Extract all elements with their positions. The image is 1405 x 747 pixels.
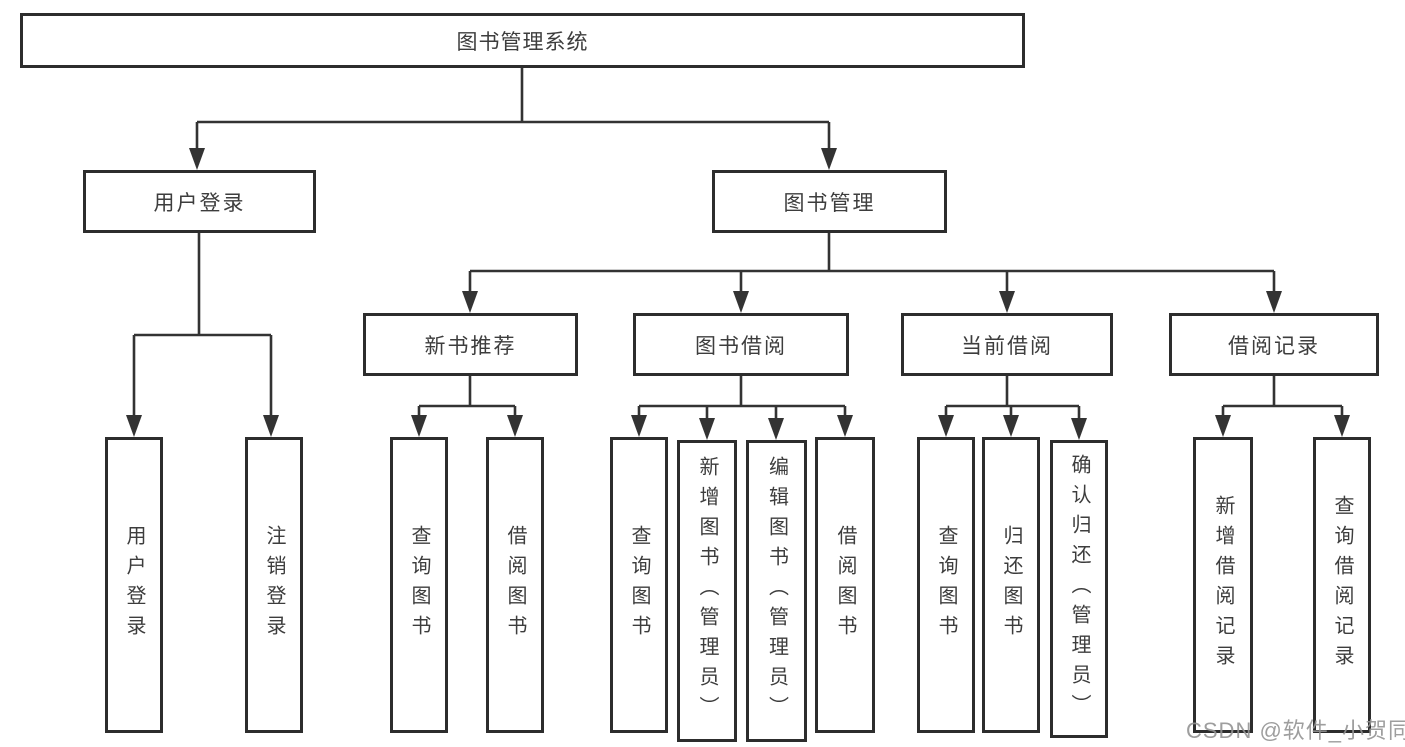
- node-current-borrow: 当前借阅: [901, 313, 1113, 376]
- node-new-book-recommend-label: 新书推荐: [424, 334, 517, 358]
- node-book-management: 图书管理: [712, 170, 947, 233]
- leaf-borrow-book: 借阅图书: [815, 437, 875, 733]
- arrowhead-current-borrow: [999, 291, 1015, 313]
- node-book-management-label: 图书管理: [783, 191, 876, 215]
- arrowhead-leaf-user-login: [126, 415, 142, 437]
- connector-current-borrow: [944, 376, 1081, 420]
- leaf-confirm-return-admin: 确认归还（管理员）: [1050, 440, 1108, 738]
- leaf-logout: 注销登录: [245, 437, 303, 733]
- leaf-confirm-return-admin-label: 确认归还（管理员）: [1068, 454, 1090, 724]
- leaf-borrow-book-label: 借阅图书: [834, 525, 856, 645]
- leaf-user-login-label: 用户登录: [123, 525, 145, 645]
- connector-user-login: [132, 233, 273, 417]
- node-user-login: 用户登录: [83, 170, 316, 233]
- connector-new-book: [417, 376, 517, 417]
- connector-borrow-records: [1221, 376, 1344, 417]
- leaf-query-borrow-record-label: 查询借阅记录: [1331, 495, 1353, 675]
- leaf-add-borrow-record: 新增借阅记录: [1193, 437, 1253, 733]
- leaf-add-book-admin: 新增图书（管理员）: [677, 440, 737, 742]
- watermark: CSDN @软件_小贺同学: [1186, 718, 1405, 743]
- leaf-return-book-label: 归还图书: [1000, 525, 1022, 645]
- leaf-query-borrow-record: 查询借阅记录: [1313, 437, 1371, 733]
- node-root-label: 图书管理系统: [456, 30, 589, 54]
- node-book-borrow: 图书借阅: [633, 313, 849, 376]
- leaf-user-login: 用户登录: [105, 437, 163, 733]
- leaf-add-book-admin-label: 新增图书（管理员）: [696, 456, 718, 726]
- node-new-book-recommend: 新书推荐: [363, 313, 578, 376]
- connector-root: [195, 68, 831, 150]
- leaf-borrow-book-recommend-label: 借阅图书: [504, 525, 526, 645]
- leaf-query-book-current-label: 查询图书: [935, 525, 957, 645]
- leaf-query-book-borrow: 查询图书: [610, 437, 668, 733]
- arrowhead-book-management: [821, 148, 837, 170]
- leaf-logout-label: 注销登录: [263, 525, 285, 645]
- connector-book-management: [468, 233, 1276, 293]
- leaf-query-book-current: 查询图书: [917, 437, 975, 733]
- node-borrow-records: 借阅记录: [1169, 313, 1379, 376]
- node-user-login-label: 用户登录: [153, 191, 246, 215]
- leaf-query-book-borrow-label: 查询图书: [628, 525, 650, 645]
- node-current-borrow-label: 当前借阅: [961, 334, 1053, 358]
- arrowhead-user-login: [189, 148, 205, 170]
- connector-book-borrow: [637, 376, 847, 420]
- leaf-query-book-recommend-label: 查询图书: [408, 525, 430, 645]
- arrowhead-borrow-records: [1266, 291, 1282, 313]
- leaf-query-book-recommend: 查询图书: [390, 437, 448, 733]
- node-borrow-records-label: 借阅记录: [1228, 334, 1320, 358]
- leaf-add-borrow-record-label: 新增借阅记录: [1212, 495, 1234, 675]
- arrowhead-book-borrow: [733, 291, 749, 313]
- leaf-edit-book-admin-label: 编辑图书（管理员）: [765, 456, 788, 726]
- leaf-borrow-book-recommend: 借阅图书: [486, 437, 544, 733]
- leaf-edit-book-admin: 编辑图书（管理员）: [746, 440, 807, 742]
- leaf-return-book: 归还图书: [982, 437, 1040, 733]
- node-book-borrow-label: 图书借阅: [695, 334, 787, 358]
- arrowhead-leaf-logout: [263, 415, 279, 437]
- node-root: 图书管理系统: [20, 13, 1025, 68]
- arrowhead-new-book: [462, 291, 478, 313]
